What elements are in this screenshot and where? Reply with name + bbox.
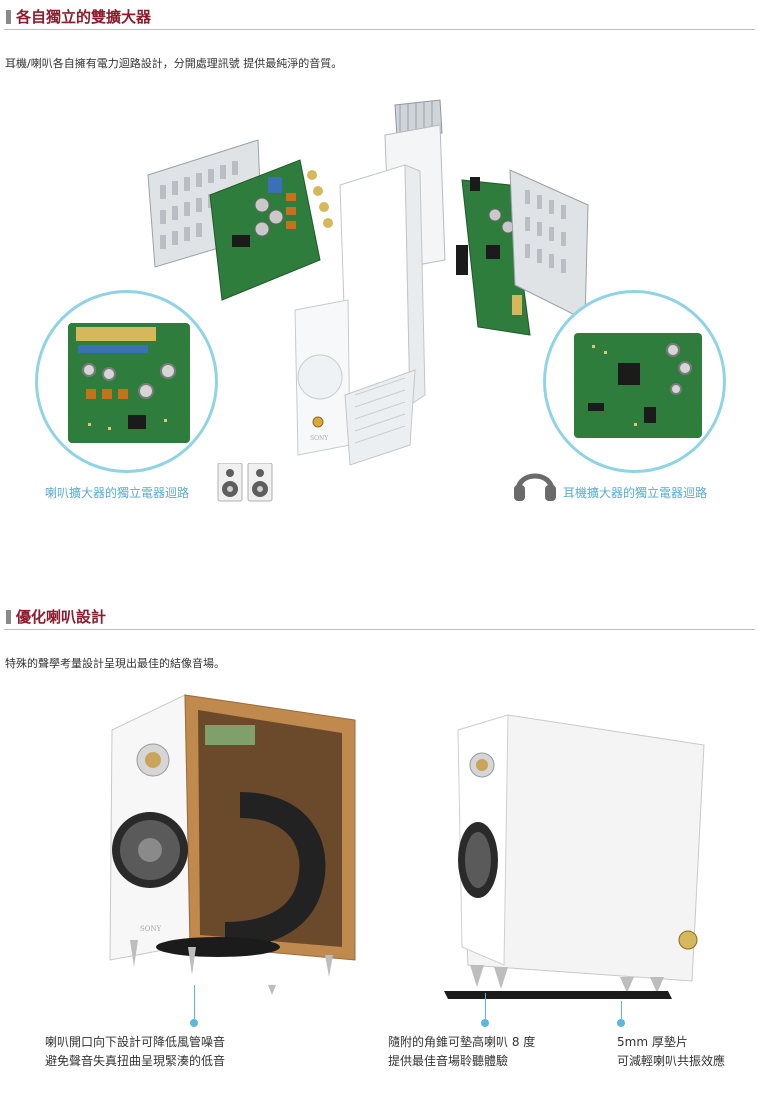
callout-line-left xyxy=(194,985,195,1019)
chassis-brand-text: SONY xyxy=(310,435,329,442)
speaker-pair-icon xyxy=(217,463,273,502)
caption-line: 可減輕喇叭共振效應 xyxy=(617,1054,726,1068)
section-header-dual-amp: 各自獨立的雙擴大器 xyxy=(4,4,755,30)
callout-dot-left xyxy=(190,1019,198,1027)
central-chassis: SONY xyxy=(294,164,426,466)
caption-downward-port: 喇叭開口向下設計可降低風管噪音 避免聲音失真扭曲呈現緊湊的低音 xyxy=(45,1033,225,1071)
callout-dot-middle xyxy=(481,1019,489,1027)
section-title: 各自獨立的雙擴大器 xyxy=(16,8,152,26)
caption-line: 避免聲音失真扭曲呈現緊湊的低音 xyxy=(45,1054,226,1068)
header-bar-icon xyxy=(6,610,11,624)
headphones-icon xyxy=(514,473,556,501)
caption-pad: 5mm 厚墊片 可減輕喇叭共振效應 xyxy=(617,1033,725,1071)
speaker-on-stand xyxy=(444,714,705,999)
speaker-amp-pcb xyxy=(209,159,333,301)
caption-spike-feet: 隨附的角錐可墊高喇叭 8 度 提供最佳音場聆聽體驗 xyxy=(388,1033,535,1071)
amplifier-exploded-view: SONY xyxy=(147,99,589,466)
speaker-pcb-zoom-bubble xyxy=(35,290,218,473)
caption-line: 隨附的角錐可墊高喇叭 8 度 xyxy=(388,1035,536,1049)
speaker-cutaway: SONY xyxy=(109,694,356,995)
callout-dot-right xyxy=(617,1019,625,1027)
speaker-brand-text: SONY xyxy=(140,925,162,933)
section-header-speaker-design: 優化喇叭設計 xyxy=(4,604,755,630)
section-description: 耳機/喇叭各自擁有電力迴路設計，分開處理訊號 提供最純淨的音質。 xyxy=(5,57,343,70)
header-bar-icon xyxy=(6,10,11,24)
exploded-amplifier-illustration: SONY xyxy=(0,95,759,515)
right-metal-frame xyxy=(509,169,589,321)
callout-line-right xyxy=(621,1001,622,1019)
section-description: 特殊的聲學考量設計呈現出最佳的結像音場。 xyxy=(5,657,225,670)
speaker-illustrations: SONY xyxy=(0,685,759,1030)
callout-line-middle xyxy=(485,993,486,1019)
speaker-cutaway-and-stand: SONY xyxy=(109,694,705,999)
caption-line: 提供最佳音場聆聽體驗 xyxy=(388,1054,509,1068)
caption-line: 喇叭開口向下設計可降低風管噪音 xyxy=(45,1035,226,1049)
speaker-pcb-closeup xyxy=(68,323,190,443)
headphone-pcb-closeup xyxy=(574,333,702,438)
headphone-amp-caption: 耳機擴大器的獨立電器迴路 xyxy=(563,486,708,500)
section-title: 優化喇叭設計 xyxy=(16,608,107,626)
caption-line: 5mm 厚墊片 xyxy=(617,1035,688,1049)
speaker-amp-caption: 喇叭擴大器的獨立電器迴路 xyxy=(45,486,190,500)
headphone-pcb-zoom-bubble xyxy=(543,290,726,473)
